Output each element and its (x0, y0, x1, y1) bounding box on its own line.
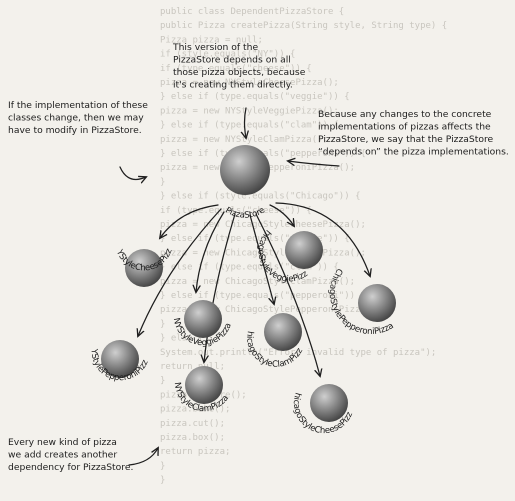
note-top-line: PizzaStore depends on all (173, 55, 291, 66)
chicago-pepperoni-node: ChicagoStylePepperoniPizza (327, 266, 396, 337)
code-line: pizza = new NYStyleCheesePizza(); (160, 78, 339, 88)
left-note-arrow (119, 166, 146, 179)
note-top-line: it's creating them directly. (173, 80, 293, 91)
annotation-arrows (119, 107, 340, 466)
bottom-note-arrow (128, 448, 158, 466)
arrow-to-chicago-pepperoni (275, 202, 370, 276)
pizza-store-ball (220, 145, 270, 195)
code-line: } (160, 177, 165, 187)
code-line: } else if (type.equals("veggie")) { (160, 234, 350, 244)
note-bottom-line: dependency for PizzaStore. (8, 462, 133, 473)
arrow-to-chicago-clam (249, 214, 274, 304)
code-line: pizza = new ChicagoStyleVeggiePizza(); (160, 248, 366, 258)
ny-cheese-node: NYStyleCheesePizza (0, 0, 175, 287)
pizza-ball (125, 249, 163, 287)
pizza-ball (185, 366, 223, 404)
note-left-line: classes change, then we may (8, 113, 144, 124)
arrow-to-ny-clam (204, 213, 236, 362)
code-line: pizza = new NYStyleClamPizza(); (160, 135, 328, 145)
code-line: } else if (type.equals("clam")) { (160, 121, 339, 131)
ny-pepperoni-node: NYStylePepperoniPizza (0, 0, 151, 383)
code-line: } (160, 461, 165, 471)
code-line: } (160, 319, 165, 329)
pizza-ball (285, 231, 323, 269)
arrow-to-ny-cheese (160, 204, 219, 238)
code-line: } else if (type.equals("veggie")) { (160, 92, 350, 102)
pizza-ball (184, 300, 222, 338)
code-line: Pizza pizza = null; (160, 35, 263, 45)
pizza-label: NYStyleCheesePizza (0, 0, 175, 273)
code-line: } else if (style.equals("Chicago")) { (160, 192, 360, 202)
code-line: pizza = new NYStyleVeggiePizza(); (160, 106, 339, 116)
arrow-to-chicago-cheese (255, 213, 320, 376)
code-line: public class DependentPizzaStore { (160, 7, 344, 17)
arrow-to-ny-veggie (196, 211, 225, 292)
pizza-label: NYStylePepperoniPizza (0, 0, 151, 383)
code-line: pizza = new ChicagoStylePepperoniPizza()… (160, 305, 382, 315)
note-right-line: PizzaStore, we say that the PizzaStore (318, 134, 494, 145)
code-line: pizza.bake(); (160, 405, 230, 415)
code-line: } else if (type.equals("clam")) { (160, 263, 339, 273)
note-left-line: If the implementation of these (8, 100, 148, 111)
code-line: if (type.equals("cheese")) { (160, 64, 312, 74)
pizza-store-node: PizzaStore (220, 145, 270, 221)
note-right-line: “depends on” the pizza implementations. (318, 147, 509, 158)
pizza-ball (310, 384, 348, 422)
note-left-line: have to modify in PizzaStore. (8, 125, 142, 136)
note-right-line: Because any changes to the concrete (318, 109, 492, 120)
code-line: return pizza; (160, 447, 230, 457)
code-line: pizza = new ChicagoStyleCheesePizza(); (160, 220, 366, 230)
code-line: System.out.println("Error: invalid type … (160, 348, 436, 358)
code-line: if (style.equals("NY")) { (160, 50, 295, 60)
note-top-line: This version of the (172, 42, 258, 53)
note-bottom-line: we add creates another (8, 450, 117, 461)
right-note-arrow (288, 161, 340, 167)
note-right-line: implementations of pizzas affects the (318, 122, 491, 133)
ny-clam-node: NYStyleClamPizza (172, 366, 231, 414)
code-line: pizza.cut(); (160, 419, 225, 429)
pizza-store-label: PizzaStore (223, 206, 266, 221)
arrow-to-chicago-veggie (269, 204, 294, 226)
code-line: } else { (160, 334, 203, 344)
code-line: pizza = new ChicagoStyleClamPizza(); (160, 277, 355, 287)
code-line: if (type.equals("cheese")) { (160, 206, 312, 216)
code-line: public Pizza createPizza(String style, S… (160, 21, 447, 31)
code-line: } else if (type.equals("pepperoni")) { (160, 291, 366, 301)
pizza-ball (101, 340, 139, 378)
code-line: } (160, 376, 165, 386)
note-bottom-line: Every new kind of pizza (8, 437, 117, 448)
code-line: return null; (160, 362, 225, 372)
top-note-arrow (245, 107, 247, 138)
pizza-ball (358, 284, 396, 322)
arrow-to-ny-pepperoni (138, 208, 222, 336)
code-line: pizza.box(); (160, 433, 225, 443)
code-line: } (160, 476, 165, 486)
dependency-arrows (138, 202, 370, 376)
pizza-ball (264, 313, 302, 351)
note-top-line: those pizza objects, because (173, 67, 306, 78)
